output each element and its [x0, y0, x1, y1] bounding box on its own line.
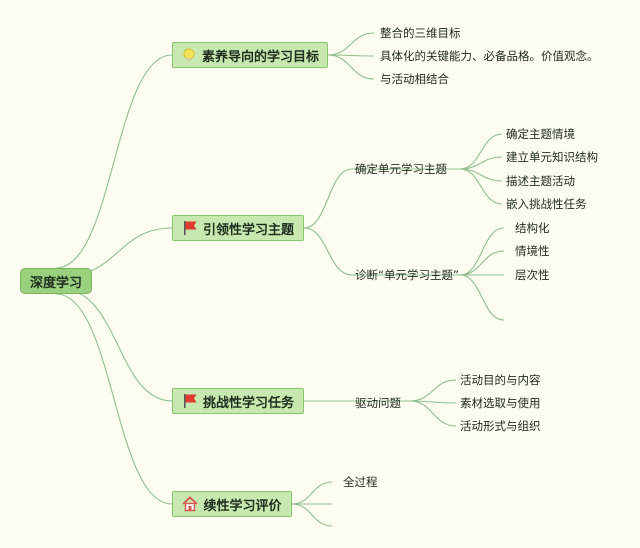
goal-item[interactable]: 整合的三维目标 — [380, 26, 461, 40]
theme-item[interactable]: 嵌入挑战性任务 — [506, 197, 587, 211]
connector-line — [291, 481, 333, 505]
connector-line — [63, 289, 173, 402]
connector-line — [459, 133, 503, 170]
red-flag-icon — [183, 221, 197, 235]
task-item[interactable]: 活动目的与内容 — [460, 373, 541, 387]
branch-goals[interactable]: 素养导向的学习目标 — [172, 42, 328, 68]
goal-item[interactable]: 与活动相结合 — [380, 72, 449, 86]
connector-line — [303, 227, 353, 276]
connector-line — [327, 54, 375, 80]
diagnose-item[interactable]: 层次性 — [515, 268, 550, 282]
connector-line — [459, 274, 505, 321]
red-flag-icon — [183, 394, 197, 408]
connector-line — [409, 400, 457, 427]
home-icon — [182, 496, 199, 512]
connector-line — [55, 54, 173, 269]
branch-theme[interactable]: 引领性学习主题 — [172, 215, 304, 241]
connector-line — [459, 156, 503, 170]
branch-theme-label: 引领性学习主题 — [202, 222, 294, 238]
connector-line — [55, 293, 173, 505]
subtopic-driving-question[interactable]: 驱动问题 — [355, 396, 401, 410]
connector-line — [303, 168, 353, 229]
branch-goals-label: 素养导向的学习目标 — [201, 49, 319, 65]
theme-item[interactable]: 描述主题活动 — [506, 174, 575, 188]
subtopic-define-theme[interactable]: 确定单元学习主题 — [355, 162, 447, 176]
diagnose-item[interactable]: 情境性 — [515, 244, 550, 258]
branch-tasks-label: 挑战性学习任务 — [202, 395, 294, 411]
subtopic-diagnose-theme[interactable]: 诊断“单元学习主题” — [355, 268, 459, 282]
connector-line — [409, 379, 457, 402]
branch-evaluation[interactable]: 续性学习评价 — [172, 491, 292, 517]
root-node[interactable]: 深度学习 — [20, 268, 92, 294]
branch-evaluation-label: 续性学习评价 — [203, 498, 282, 514]
goal-item[interactable]: 具体化的关键能力、必备品格。价值观念。 — [380, 49, 599, 63]
theme-item[interactable]: 确定主题情境 — [506, 127, 575, 141]
connector-line — [459, 227, 505, 276]
diagnose-item[interactable]: 结构化 — [515, 221, 550, 235]
connector-line — [291, 503, 333, 527]
connector-line — [327, 32, 375, 56]
connector-line — [459, 168, 503, 205]
task-item[interactable]: 素材选取与使用 — [460, 396, 541, 410]
evaluation-item[interactable]: 全过程 — [343, 475, 378, 489]
branch-tasks[interactable]: 挑战性学习任务 — [172, 388, 304, 414]
lightbulb-icon — [181, 47, 196, 61]
connector-line — [459, 250, 505, 276]
theme-item[interactable]: 建立单元知识结构 — [506, 150, 598, 164]
task-item[interactable]: 活动形式与组织 — [460, 419, 541, 433]
